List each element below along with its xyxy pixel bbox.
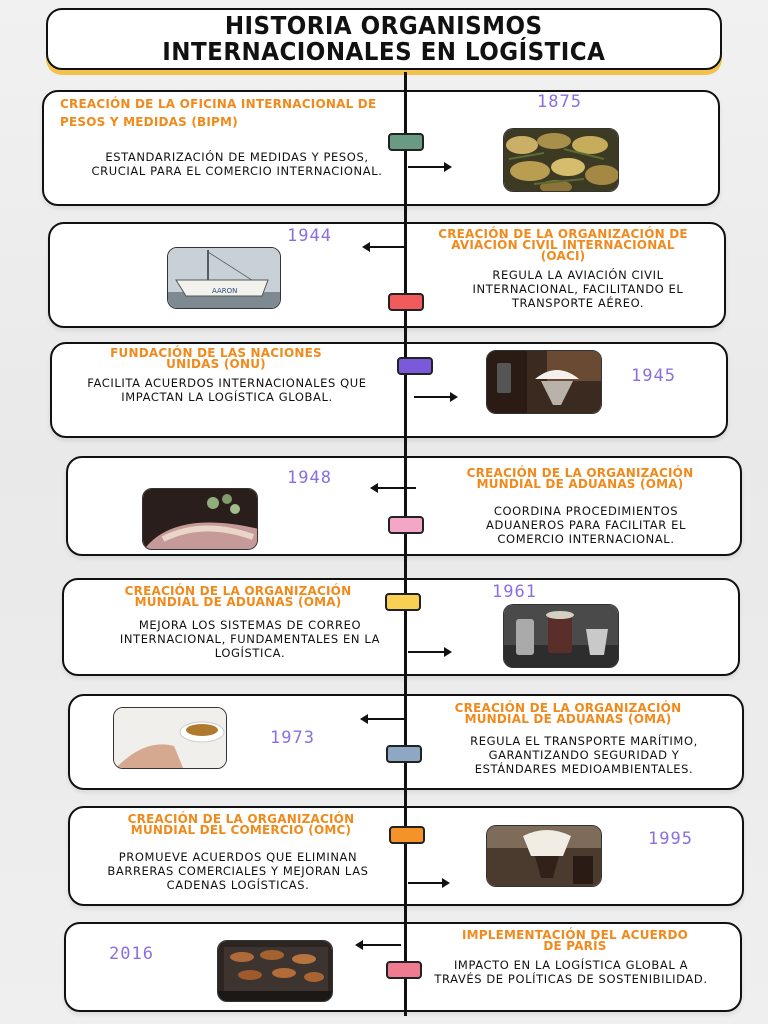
event-year: 1973 <box>270 728 315 748</box>
event-heading: CREACIÓN DE LA ORGANIZACIÓN MUNDIAL DE A… <box>454 701 682 726</box>
event-description: COORDINA PROCEDIMIENTOS ADUANEROS PARA F… <box>486 504 686 546</box>
event-description: FACILITA ACUERDOS INTERNACIONALES QUE IM… <box>87 376 367 404</box>
svg-text:AARON: AARON <box>212 287 237 295</box>
arrow-right-icon <box>408 162 452 172</box>
page-title-line-2: INTERNACIONALES EN LOGÍSTICA <box>162 37 606 66</box>
event-description: MEJORA LOS SISTEMAS DE CORREO INTERNACIO… <box>119 618 381 660</box>
plants-photo <box>142 488 258 550</box>
timeline-marker-1948 <box>388 516 424 534</box>
event-heading: CREACIÓN DE LA ORGANIZACIÓN MUNDIAL DEL … <box>127 812 355 837</box>
event-description: REGULA LA AVIACIÓN CIVIL INTERNACIONAL, … <box>472 268 684 310</box>
coffee-grinder-photo <box>503 604 619 668</box>
event-description: IMPACTO EN LA LOGÍSTICA GLOBAL A TRAVÉS … <box>434 958 708 986</box>
pastries-photo <box>217 940 333 1002</box>
sailboat-photo: AARON <box>167 247 281 309</box>
timeline-marker-1995 <box>389 826 425 844</box>
event-year: 1944 <box>287 226 332 246</box>
timeline-marker-1945 <box>397 357 433 375</box>
event-heading: FUNDACIÓN DE LAS NACIONES UNIDAS (ONU) <box>110 346 322 371</box>
event-card-2016 <box>64 922 742 1012</box>
arrow-left-icon <box>355 940 401 950</box>
event-heading: CREACIÓN DE LA ORGANIZACIÓN MUNDIAL DE A… <box>466 466 694 491</box>
event-description: REGULA EL TRANSPORTE MARÍTIMO, GARANTIZA… <box>470 734 698 776</box>
event-year: 2016 <box>109 944 154 964</box>
tea-cup-photo <box>113 707 227 769</box>
arrow-right-icon <box>408 878 450 888</box>
event-year: 1948 <box>287 468 332 488</box>
event-year: 1995 <box>648 829 693 849</box>
timeline-marker-2016 <box>386 961 422 979</box>
page-title-line-1: HISTORIA ORGANISMOS <box>225 11 543 40</box>
event-card-1961 <box>62 578 740 676</box>
event-year: 1961 <box>492 582 537 602</box>
pour-over-photo <box>486 825 602 887</box>
timeline-marker-1973 <box>386 745 422 763</box>
event-heading: CREACIÓN DE LA ORGANIZACIÓN MUNDIAL DE A… <box>124 584 352 609</box>
timeline-marker-1961 <box>385 593 421 611</box>
arrow-left-icon <box>362 242 404 252</box>
title-banner: HISTORIA ORGANISMOS INTERNACIONALES EN L… <box>46 8 722 70</box>
event-year: 1875 <box>537 92 582 112</box>
event-card-1944 <box>48 222 726 328</box>
event-heading: CREACIÓN DE LA ORGANIZACIÓN DE AVIACIÓN … <box>438 227 688 263</box>
coffee-dripper-photo <box>486 350 602 414</box>
arrow-right-icon <box>414 392 458 402</box>
event-description: PROMUEVE ACUERDOS QUE ELIMINAN BARRERAS … <box>107 850 369 892</box>
event-description: ESTANDARIZACIÓN DE MEDIDAS Y PESOS, CRUC… <box>91 150 383 178</box>
arrow-right-icon <box>408 647 452 657</box>
event-card-1945 <box>50 342 728 438</box>
timeline-marker-1875 <box>388 133 424 151</box>
potatoes-photo <box>503 128 619 192</box>
event-heading: CREACIÓN DE LA OFICINA INTERNACIONAL DE … <box>60 97 377 129</box>
timeline-marker-1944 <box>388 293 424 311</box>
event-year: 1945 <box>631 366 676 386</box>
event-heading: IMPLEMENTACIÓN DEL ACUERDO DE PARÍS <box>461 928 689 953</box>
timeline-axis <box>404 72 407 1016</box>
arrow-left-icon <box>360 714 404 724</box>
arrow-left-icon <box>370 483 416 493</box>
